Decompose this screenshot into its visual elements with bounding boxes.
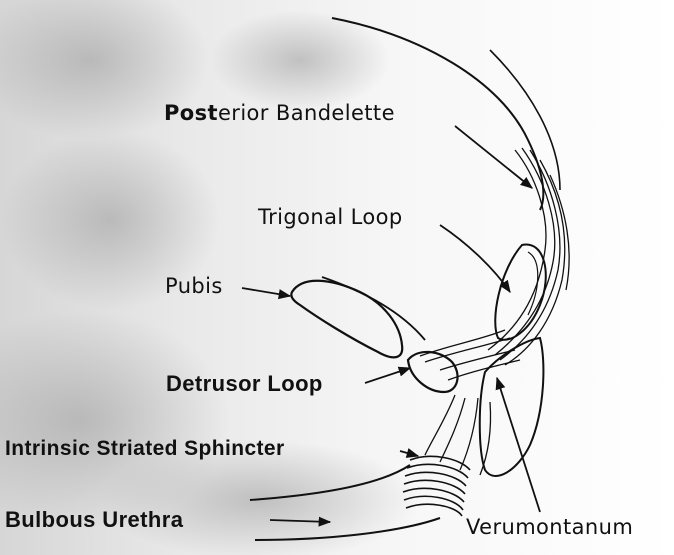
detrusor-loop-shape: [408, 352, 458, 392]
label-pubis: Pubis: [165, 276, 223, 297]
label-posterior-bold: Post: [164, 101, 218, 125]
label-posterior-rest: erior Bandelette: [218, 101, 395, 125]
label-verumontanum: Verumontanum: [466, 517, 633, 538]
bladder-outline-inner: [490, 50, 560, 190]
pubis-shape: [291, 281, 402, 358]
label-posterior-bandelette: Posterior Bandelette: [164, 103, 395, 124]
label-trigonal-loop: Trigonal Loop: [258, 207, 403, 228]
trigonal-loop-shape: [495, 245, 546, 340]
label-detrusor-loop: Detrusor Loop: [166, 373, 323, 395]
label-bulbous-urethra: Bulbous Urethra: [5, 509, 183, 531]
trigonal-loop-fibre: [528, 252, 538, 315]
label-intrinsic-striated-sphincter: Intrinsic Striated Sphincter: [5, 438, 285, 459]
verumontanum-shape: [480, 338, 544, 476]
